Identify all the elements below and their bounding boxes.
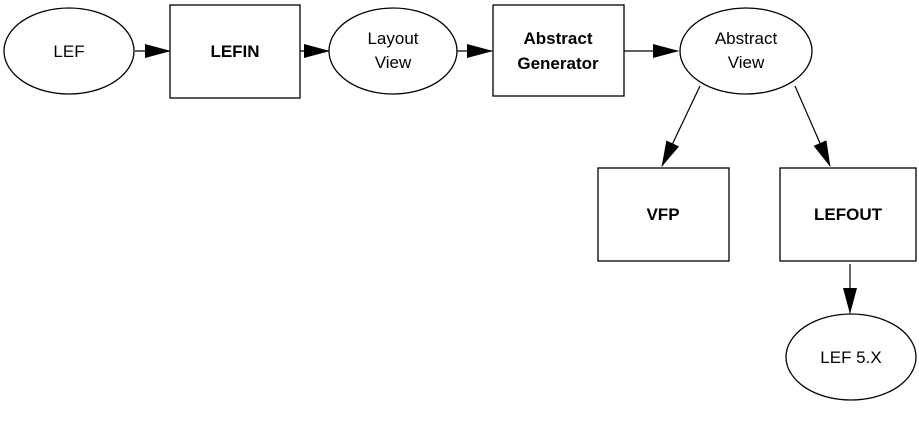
node-lef-5x: LEF 5.X [785, 313, 917, 401]
node-abstract-generator-label-line2: Generator [517, 54, 599, 73]
node-abstract-generator: Abstract Generator [492, 4, 625, 97]
node-lef: LEF [3, 7, 135, 95]
node-abstract-generator-label-line1: Abstract [524, 29, 593, 48]
node-lef-5x-label: LEF 5.X [820, 348, 881, 367]
node-lefout-label: LEFOUT [814, 205, 883, 224]
node-lef-label: LEF [53, 42, 84, 61]
node-abstract-view: Abstract View [679, 7, 813, 95]
node-layout-view-label-line2: View [375, 53, 412, 72]
node-vfp-label: VFP [646, 205, 679, 224]
node-lefin: LEFIN [169, 4, 301, 99]
edge-abstract-view-to-vfp [661, 85, 701, 167]
node-layout-view: Layout View [328, 7, 458, 95]
node-abstract-view-label-line2: View [728, 53, 765, 72]
node-lefout: LEFOUT [779, 167, 917, 262]
node-lefin-label: LEFIN [210, 42, 259, 61]
node-abstract-view-label-line1: Abstract [715, 29, 778, 48]
edge-abstract-view-to-lefout [794, 85, 831, 167]
node-vfp: VFP [597, 167, 730, 262]
node-layout-view-label-line1: Layout [367, 29, 418, 48]
